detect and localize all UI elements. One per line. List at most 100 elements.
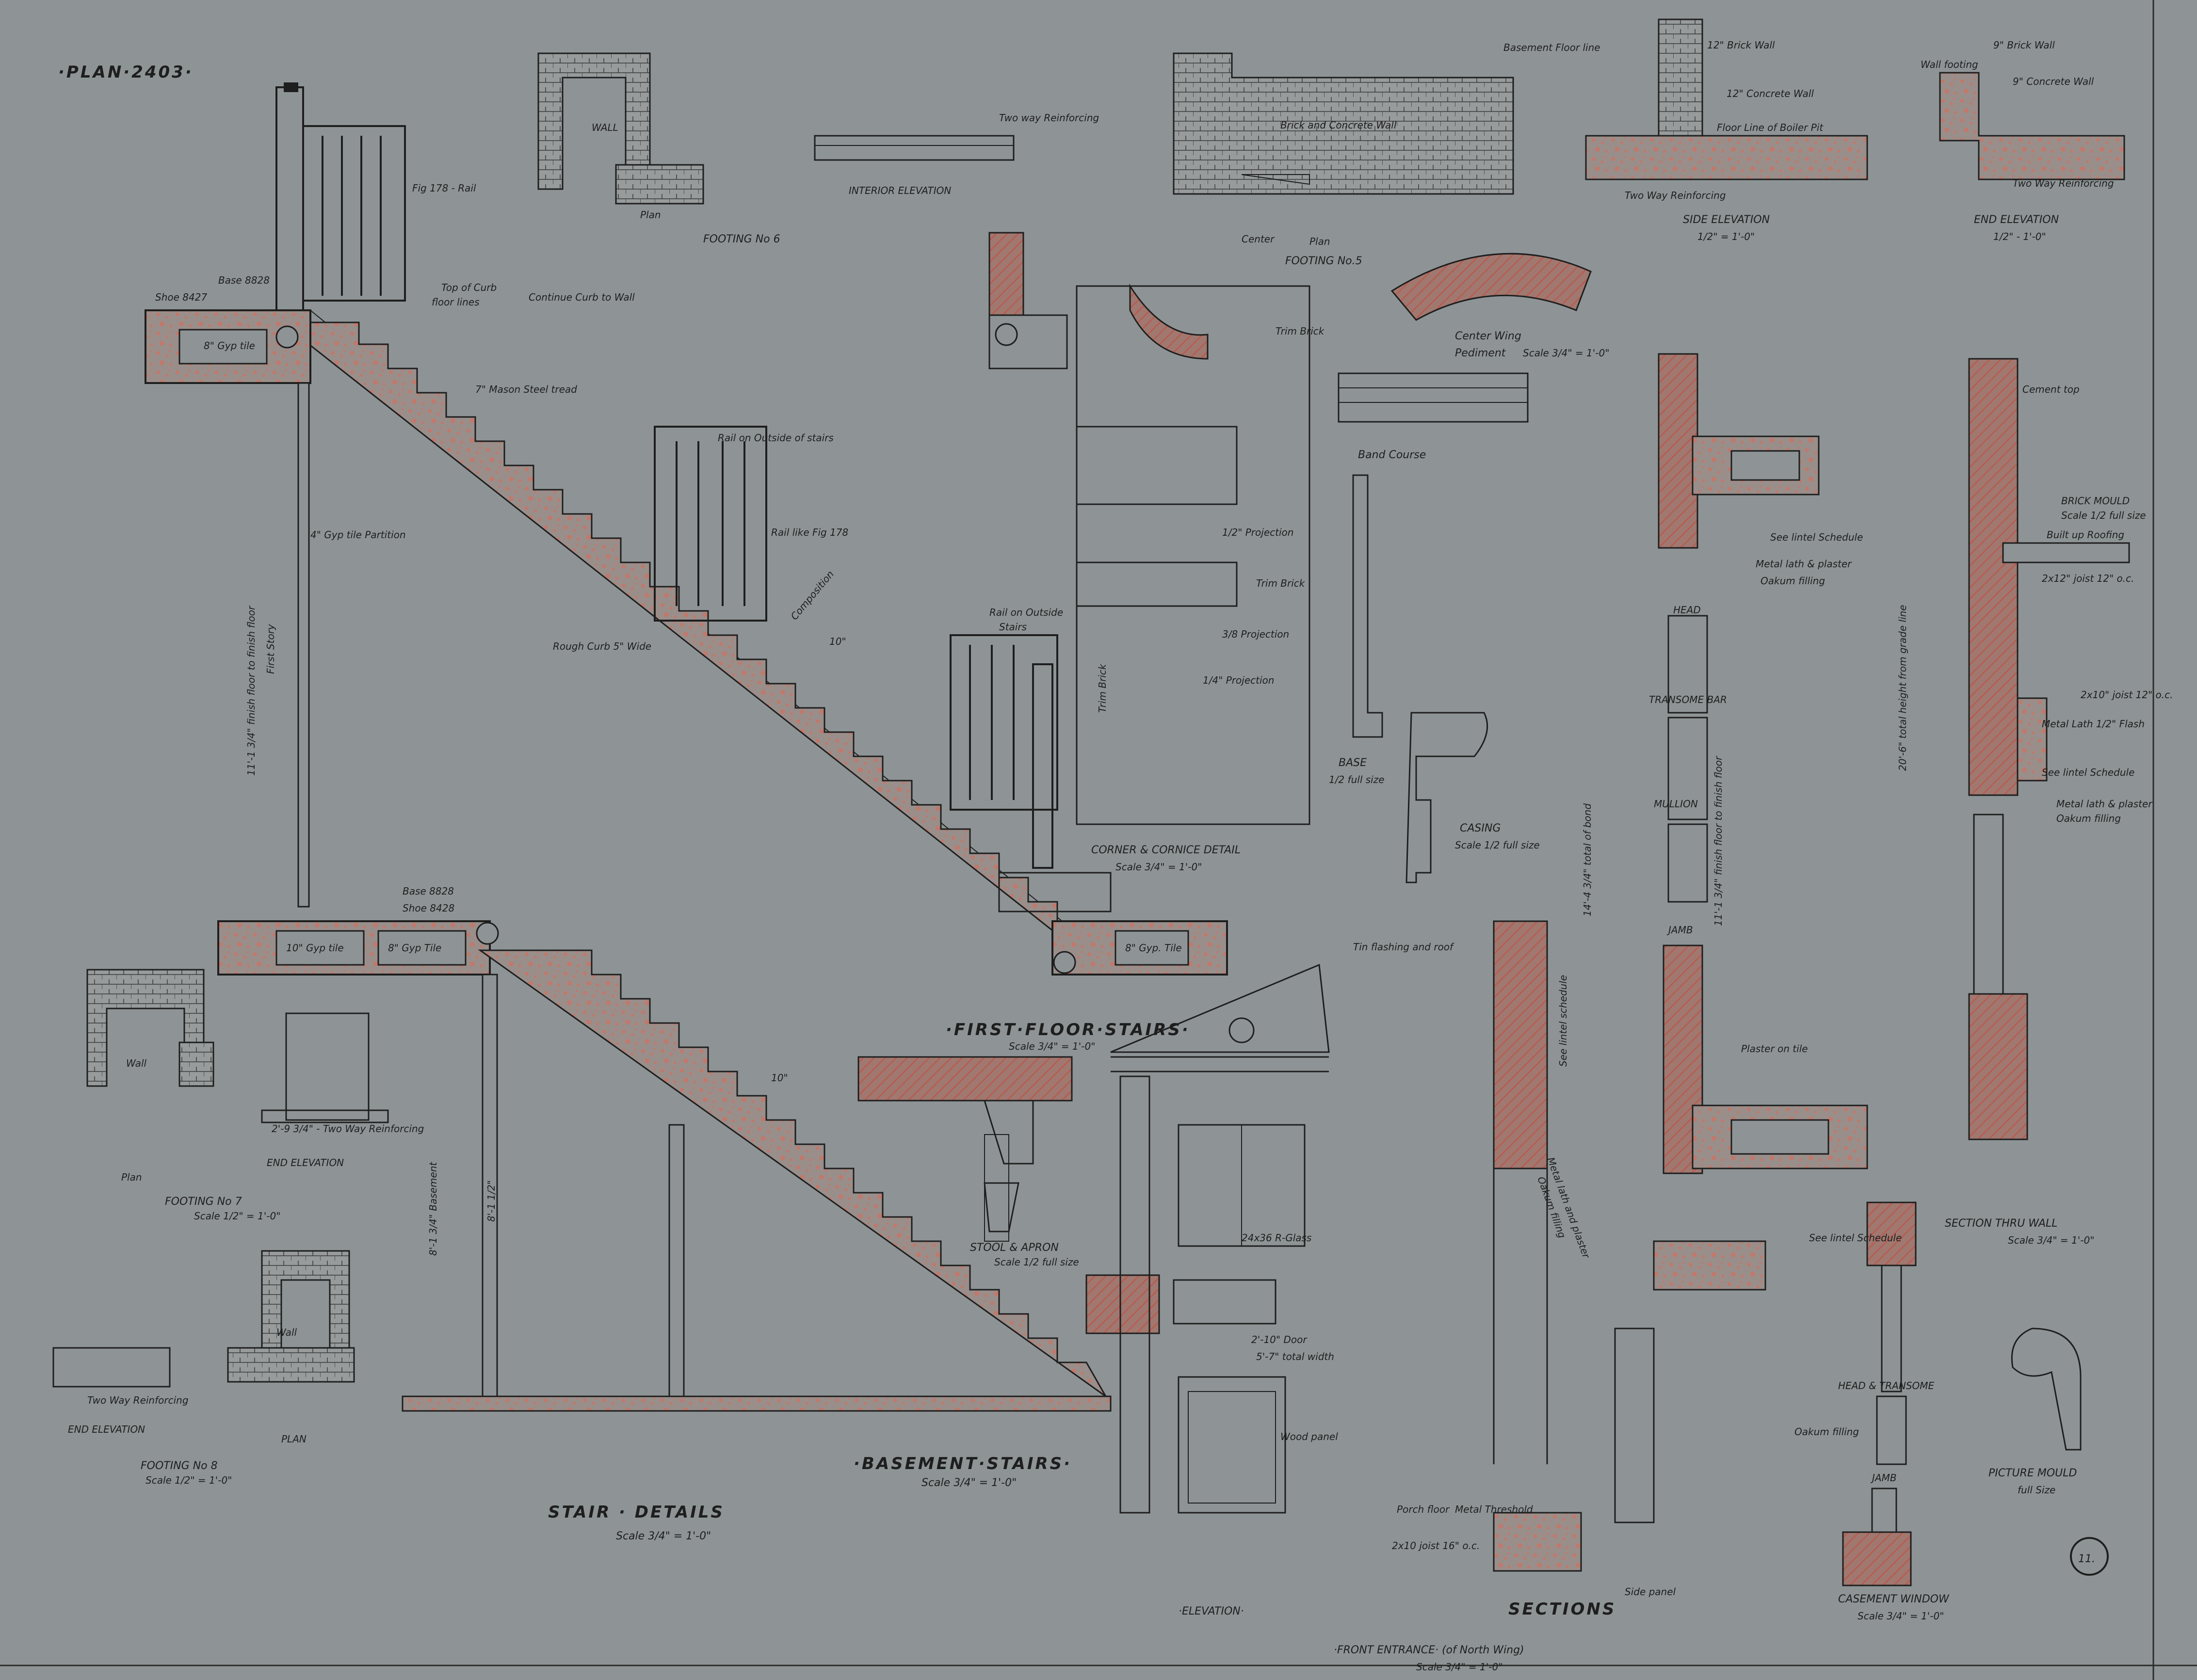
window-section	[1653, 353, 1868, 1291]
label-plan-f8: PLAN	[281, 1433, 307, 1445]
label-fig178-rail: Fig 178 - Rail	[412, 182, 476, 194]
scale-side-elev: 1/2" = 1'-0"	[1697, 231, 1755, 242]
label-interior-elev: INTERIOR ELEVATION	[849, 185, 951, 196]
label-wall-f6: WALL	[592, 122, 618, 133]
label-first-story: First Story	[265, 624, 276, 674]
title-base: BASE	[1339, 757, 1367, 769]
label-door: 2'-10" Door	[1251, 1334, 1308, 1345]
label-gyp10: 10" Gyp tile	[286, 942, 344, 954]
boiler-pit-elevations	[1585, 18, 2125, 180]
label-total-ht2: 14'-4 3/4" total of bond	[1582, 803, 1593, 916]
label-lath-plaster2: Metal lath & plaster	[1756, 558, 1852, 570]
label-proj-half: 1/2" Projection	[1222, 527, 1293, 538]
label-ten-in2: 10"	[771, 1072, 788, 1084]
title-footing6: FOOTING No 6	[703, 233, 780, 245]
label-oakum: Oakum filling	[2056, 813, 2121, 824]
label-plan-f5: Plan	[1309, 236, 1330, 247]
label-gyp8: 8" Gyp tile	[204, 340, 255, 352]
title-casing: CASING	[1460, 822, 1501, 834]
title-picture-mould: PICTURE MOULD	[1988, 1467, 2077, 1479]
label-finish-floor: 11'-1 3/4" finish floor to finish floor	[245, 605, 257, 776]
label-two-way-f6: Two way Reinforcing	[999, 112, 1099, 124]
label-proj-38: 3/8 Projection	[1222, 628, 1289, 640]
label-total-width: 5'-7" total width	[1256, 1351, 1334, 1362]
title-footing7: FOOTING No 7	[165, 1196, 242, 1208]
label-cement-top: Cement top	[2022, 384, 2080, 395]
title-section-wall: SECTION THRU WALL	[1945, 1217, 2058, 1230]
label-joist16: 2x10 joist 16" o.c.	[1392, 1540, 1480, 1552]
scale-base: 1/2 full size	[1329, 774, 1385, 785]
label-brick-wall12: 12" Brick Wall	[1707, 39, 1775, 51]
scale-footing7: Scale 1/2" = 1'-0"	[194, 1210, 280, 1222]
label-shoe8427: Shoe 8427	[155, 291, 207, 303]
title-footing5: FOOTING No.5	[1285, 255, 1362, 267]
title-pediment: Pediment	[1455, 347, 1506, 359]
label-gyp8b: 8" Gyp Tile	[388, 942, 441, 954]
label-trim-brick3: Trim Brick	[1097, 663, 1108, 713]
footing-6	[537, 52, 1015, 205]
title-stool-apron: STOOL & APRON	[970, 1242, 1059, 1254]
title-casement: CASEMENT WINDOW	[1838, 1593, 1950, 1605]
label-brick-concrete: Brick and Concrete Wall	[1280, 119, 1397, 131]
casing-moulding	[1405, 712, 1488, 883]
scale-section-wall: Scale 3/4" = 1'-0"	[2008, 1234, 2094, 1246]
title-elevation: ·ELEVATION·	[1179, 1605, 1244, 1617]
title-corner-cornice: CORNER & CORNICE DETAIL	[1091, 844, 1241, 856]
sheet-number: 11.	[2078, 1553, 2095, 1565]
picture-mould	[2011, 1328, 2082, 1451]
label-stairs: Stairs	[999, 621, 1027, 633]
scale-footing8: Scale 1/2" = 1'-0"	[145, 1474, 232, 1486]
label-two-way2: Two Way Reinforcing	[1625, 190, 1726, 201]
scale-pediment: Scale 3/4" = 1'-0"	[1523, 347, 1609, 359]
footing-7	[86, 969, 389, 1123]
label-brick-wall9: 9" Brick Wall	[1993, 39, 2055, 51]
label-lintel-sched: See lintel Schedule	[2042, 767, 2134, 778]
label-plan-f6: Plan	[640, 209, 661, 221]
label-wood-panel: Wood panel	[1280, 1431, 1338, 1442]
title-footing8: FOOTING No 8	[141, 1460, 218, 1472]
label-glass: 24x36 R-Glass	[1242, 1232, 1311, 1244]
label-joist10: 2x10" joist 12" o.c.	[2081, 689, 2173, 701]
label-joist12: 2x12" joist 12" o.c.	[2042, 573, 2134, 584]
label-trim-brick2: Trim Brick	[1256, 577, 1306, 589]
scale-stair: Scale 3/4" = 1'-0"	[616, 1530, 711, 1542]
label-wall8: Wall	[276, 1327, 297, 1338]
first-floor-stair	[145, 82, 1228, 976]
label-plan-f7: Plan	[121, 1171, 142, 1183]
title-head: HEAD	[1673, 604, 1701, 616]
title-end-elev: END ELEVATION	[1974, 214, 2059, 226]
label-concrete-wall12: 12" Concrete Wall	[1727, 88, 1814, 99]
label-wall7: Wall	[126, 1057, 146, 1069]
title-mullion: MULLION	[1654, 798, 1698, 810]
label-rail-outside2: Rail on Outside	[989, 607, 1063, 618]
label-ten-in: 10"	[829, 636, 846, 647]
title-jamb2: JAMB	[1870, 1472, 1897, 1484]
scale-basement: Scale 3/4" = 1'-0"	[921, 1477, 1017, 1489]
label-plaster-tile: Plaster on tile	[1741, 1043, 1808, 1055]
label-oakum4: Oakum filling	[1794, 1426, 1859, 1438]
scale-corner: Scale 3/4" = 1'-0"	[1115, 861, 1202, 873]
label-gyp8c: 8" Gyp. Tile	[1125, 942, 1182, 954]
label-center: Center	[1242, 233, 1275, 245]
label-finish-ht: 11'-1 3/4" finish floor to finish floor	[1712, 755, 1724, 926]
label-basement-floor: Basement Floor line	[1503, 42, 1600, 53]
label-boiler-pit: Floor Line of Boiler Pit	[1717, 122, 1824, 133]
label-trim-brick: Trim Brick	[1276, 325, 1325, 337]
title-stair-details: STAIR · DETAILS	[548, 1503, 725, 1522]
label-basement-ht: 8'-1 3/4" Basement	[427, 1162, 439, 1256]
label-continue-curb: Continue Curb to Wall	[529, 291, 635, 303]
title-sections: SECTIONS	[1508, 1600, 1616, 1619]
label-base8828: Base 8828	[218, 274, 270, 286]
label-porch-floor: Porch floor	[1397, 1504, 1450, 1515]
scale-end-elev: 1/2" - 1'-0"	[1993, 231, 2046, 242]
casement-window	[1842, 1201, 1917, 1586]
section-thru-wall	[1968, 358, 2130, 1140]
label-two-way8: Two Way Reinforcing	[87, 1394, 189, 1406]
scale-casing: Scale 1/2 full size	[1455, 839, 1540, 851]
scale-picture-mould: full Size	[2018, 1484, 2055, 1496]
label-gyp-partition: 4" Gyp tile Partition	[310, 529, 406, 541]
stair-nosing	[857, 1056, 1276, 1334]
scale-first-floor: Scale 3/4" = 1'-0"	[1009, 1040, 1095, 1052]
title-first-floor-stairs: ·FIRST·FLOOR·STAIRS·	[946, 1020, 1190, 1040]
